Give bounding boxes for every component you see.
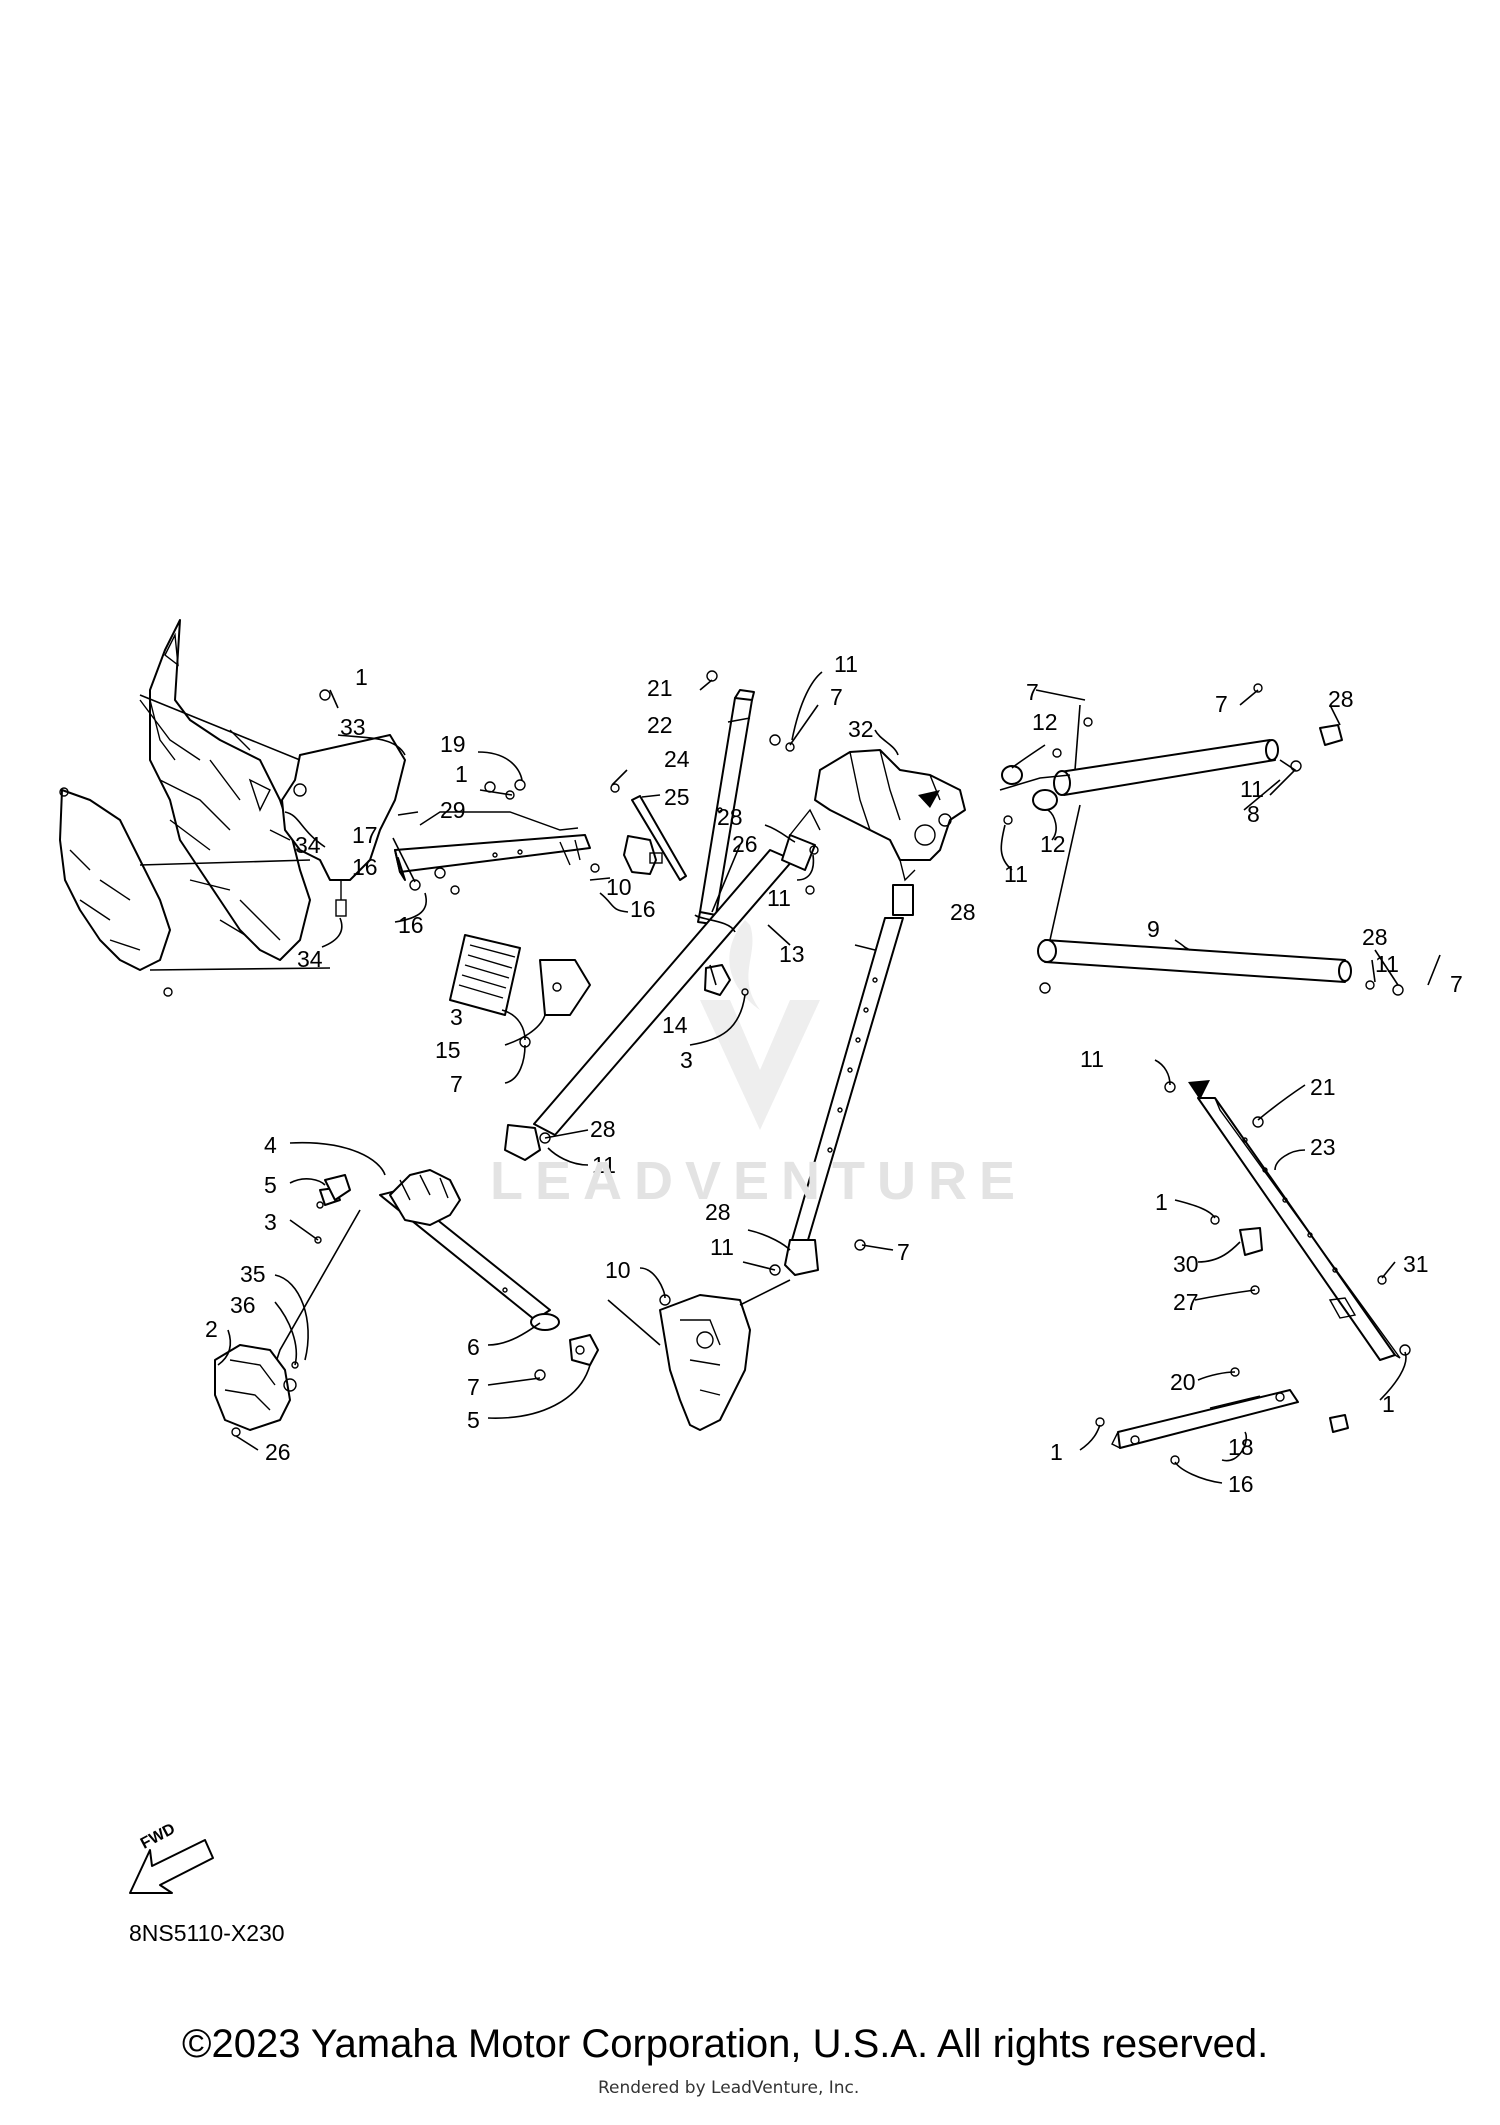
fasteners	[291, 670, 1411, 1465]
callout: 28	[1328, 686, 1354, 712]
callout: 12	[1040, 831, 1066, 857]
callout: 13	[779, 941, 805, 967]
callout: 10	[605, 1257, 631, 1283]
callout: 5	[264, 1172, 277, 1198]
callout: 19	[440, 731, 466, 757]
bracket-10	[623, 835, 663, 875]
stay-25	[631, 795, 687, 881]
callout: 1	[455, 761, 468, 787]
clamp-5	[324, 1174, 599, 1366]
callout: 5	[467, 1407, 480, 1433]
frame-tube-13	[504, 808, 821, 1161]
callout: 16	[352, 854, 378, 880]
callout: 34	[295, 832, 321, 858]
side-rail-23	[1188, 1080, 1401, 1361]
callout: 7	[450, 1071, 463, 1097]
upper-plate-32	[814, 749, 966, 882]
crossbar-17	[394, 811, 591, 881]
callout: 11	[592, 1152, 616, 1178]
callout: 11	[1375, 951, 1399, 977]
callout: 32	[848, 716, 874, 742]
cross-tube-8	[999, 739, 1279, 811]
relay-block-15	[449, 934, 591, 1016]
callout: 23	[1310, 1134, 1336, 1160]
callout: 7	[897, 1239, 910, 1265]
callout: 36	[230, 1292, 256, 1318]
leader-lines	[217, 671, 1441, 1484]
callout: 1	[1382, 1391, 1395, 1417]
callout: 27	[1173, 1289, 1199, 1315]
bracket-33	[281, 734, 406, 917]
callout: 1	[355, 664, 368, 690]
callout: 7	[467, 1374, 480, 1400]
callout: 30	[1173, 1251, 1199, 1277]
callout: 4	[264, 1132, 277, 1158]
callout: 2	[205, 1316, 218, 1342]
bracket-18	[1111, 1389, 1299, 1449]
callout-labels: 1 33 34 34 19 1 29 17 16 16 10 16 24 25 …	[205, 651, 1463, 1497]
copyright-notice: ©2023 Yamaha Motor Corporation, U.S.A. A…	[182, 2022, 1269, 2066]
callout: 3	[264, 1209, 277, 1235]
callout: 35	[240, 1261, 266, 1287]
front-cowl-assembly	[59, 619, 331, 997]
watermark-logo	[700, 920, 820, 1130]
callout: 6	[467, 1334, 480, 1360]
center-lower-bracket	[607, 1279, 791, 1431]
callout: 15	[435, 1037, 461, 1063]
callout: 34	[297, 946, 323, 972]
callout: 11	[1080, 1046, 1104, 1072]
callout: 11	[767, 885, 791, 911]
callout: 8	[1247, 801, 1260, 827]
callout: 21	[647, 675, 673, 701]
callout: 28	[1362, 924, 1388, 950]
callout: 7	[830, 684, 843, 710]
callout: 21	[1310, 1074, 1336, 1100]
callout: 28	[705, 1199, 731, 1225]
clamp-14	[704, 964, 731, 996]
callout: 11	[1240, 776, 1264, 802]
frame-tube-center	[784, 884, 914, 1276]
callout: 31	[1403, 1251, 1429, 1277]
callout: 33	[340, 714, 366, 740]
reference-triangle-icon	[1188, 1080, 1210, 1100]
watermark: LEADVENTURE	[490, 1151, 1028, 1211]
callout: 11	[834, 651, 858, 677]
callout: 29	[440, 797, 466, 823]
callout: 7	[1215, 691, 1228, 717]
callout: 28	[590, 1116, 616, 1142]
callout: 7	[1026, 679, 1039, 705]
callout: 9	[1147, 916, 1160, 942]
callout: 24	[664, 746, 690, 772]
lower-frame-left	[269, 1169, 560, 1381]
callout: 26	[265, 1439, 291, 1465]
callout: 3	[450, 1004, 463, 1030]
callout: 22	[647, 712, 673, 738]
callout: 28	[950, 899, 976, 925]
callout: 16	[1228, 1471, 1254, 1497]
callout: 25	[664, 784, 690, 810]
callout: 7	[1450, 971, 1463, 997]
callout: 20	[1170, 1369, 1196, 1395]
callout: 18	[1228, 1434, 1254, 1460]
callout: 12	[1032, 709, 1058, 735]
rendered-by-credit: Rendered by LeadVenture, Inc.	[598, 2078, 860, 2098]
actuator-2	[214, 1344, 297, 1437]
diagram-code: 8NS5110-X230	[129, 1920, 285, 1946]
callout: 16	[398, 912, 424, 938]
callout: 3	[680, 1047, 693, 1073]
cross-tube-9	[1037, 804, 1352, 983]
callout: 26	[732, 831, 758, 857]
reference-triangle-icon	[918, 790, 940, 808]
fwd-arrow-icon	[129, 1839, 214, 1894]
callout: 28	[717, 804, 743, 830]
callout: 1	[1155, 1189, 1168, 1215]
callout: 14	[662, 1012, 688, 1038]
callout: 16	[630, 896, 656, 922]
callout: 11	[710, 1234, 734, 1260]
callout: 17	[352, 822, 378, 848]
callout: 11	[1004, 861, 1028, 887]
callout: 1	[1050, 1439, 1063, 1465]
callout: 10	[606, 874, 632, 900]
